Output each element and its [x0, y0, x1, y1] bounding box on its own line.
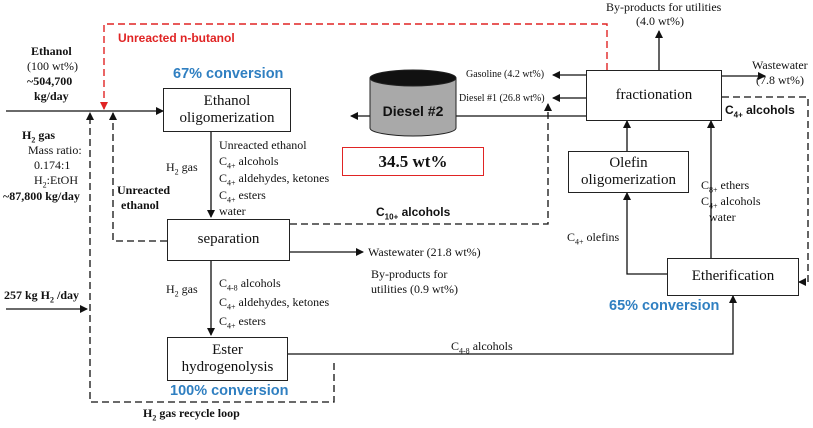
olig-out-alcohols: C4+ alcohols	[219, 154, 279, 171]
c10-alcohols-label: C10+ alcohols	[376, 205, 451, 222]
sep-wastewater-label: Wastewater (21.8 wt%)	[368, 245, 481, 259]
ethanol-feed-unit: kg/day	[34, 89, 69, 103]
ether-stream-ethers: C8+ ethers	[701, 178, 750, 195]
olig-out-aldehydes: C4+ aldehydes, ketones	[219, 171, 330, 188]
h2-feed-title: H2 gas	[22, 128, 56, 145]
olig-out-h2: H2 gas	[166, 160, 198, 177]
h2-ratio-basis: H2:EtOH	[34, 173, 79, 190]
ethanol-feed-pct: (100 wt%)	[27, 59, 78, 73]
sep-byproducts-label-2: utilities (0.9 wt%)	[371, 282, 458, 296]
c4-alcohols-recycle-label: C4+ alcohols	[725, 103, 795, 120]
butanol-recycle-label: Unreacted n-butanol	[118, 31, 235, 45]
h2-recycle-loop-label: H2 gas recycle loop	[143, 406, 240, 423]
olig-out-esters: C4+ esters	[219, 188, 266, 205]
olefin-oligomerization-unit: Olefin oligomerization	[568, 151, 689, 193]
sep-out-aldehydes: C4+ aldehydes, ketones	[219, 295, 330, 312]
ethanol-recycle-line	[109, 112, 167, 242]
sep-out-h2: H2 gas	[166, 282, 198, 299]
diesel1-label: Diesel #1 (26.8 wt%)	[459, 93, 545, 104]
h2-ratio-value: 0.174:1	[34, 158, 71, 172]
ethanol-feed-title: Ethanol	[31, 44, 72, 58]
ester-hydrogenolysis-unit: Ester hydrogenolysis	[167, 337, 288, 381]
c48-alcohols-line	[288, 295, 737, 355]
olig-out-water: water	[219, 204, 246, 218]
ether-stream-water: water	[709, 210, 736, 224]
olig-out-ethanol: Unreacted ethanol	[219, 138, 307, 152]
h2-ratio-label: Mass ratio:	[28, 143, 82, 157]
ethanol-recycle-label-1: Unreacted	[117, 183, 171, 197]
diesel2-yield-box: 34.5 wt%	[342, 147, 484, 176]
separation-unit: separation	[167, 219, 290, 261]
frac-byproducts-label-1: By-products for utilities	[606, 0, 722, 14]
h2-feed-rate: ~87,800 kg/day	[3, 189, 80, 203]
fractionation-unit: fractionation	[586, 70, 722, 121]
diesel-tank-icon	[369, 69, 457, 137]
ethanol-feed-rate: ~504,700	[27, 74, 73, 88]
hydrogenolysis-conversion: 100% conversion	[170, 383, 289, 399]
ethanol-recycle-label-2: ethanol	[121, 198, 160, 212]
etherification-conversion: 65% conversion	[609, 298, 720, 314]
frac-wastewater-label-2: (7.8 wt%)	[756, 73, 804, 87]
c48-alcohols-label: C4-8 alcohols	[451, 339, 513, 356]
etherification-unit: Etherification	[667, 258, 799, 296]
frac-byproducts-label-2: (4.0 wt%)	[636, 14, 684, 28]
sep-out-esters: C4+ esters	[219, 314, 266, 331]
butanol-recycle-line	[100, 23, 608, 110]
c10-alcohols-line	[290, 103, 552, 225]
h2-makeup-label: 257 kg H2 /day	[4, 288, 80, 305]
sep-out-alcohols: C4-8 alcohols	[219, 276, 281, 293]
diesel2-label: Diesel #2	[382, 103, 444, 119]
c4-alcohols-recycle-line	[722, 96, 809, 286]
sep-byproducts-label-1: By-products for	[371, 267, 448, 281]
c4-olefins-label: C4+ olefins	[567, 230, 620, 247]
oligomerization-conversion: 67% conversion	[173, 66, 284, 82]
ethanol-oligomerization-unit: Ethanol oligomerization	[163, 88, 291, 132]
gasoline-label: Gasoline (4.2 wt%)	[466, 69, 545, 80]
c4-olefins-line	[623, 192, 667, 275]
frac-wastewater-label-1: Wastewater	[752, 58, 808, 72]
h2-recycle-loop-line	[86, 112, 335, 403]
ether-stream-alcohols: C4+ alcohols	[701, 194, 761, 211]
